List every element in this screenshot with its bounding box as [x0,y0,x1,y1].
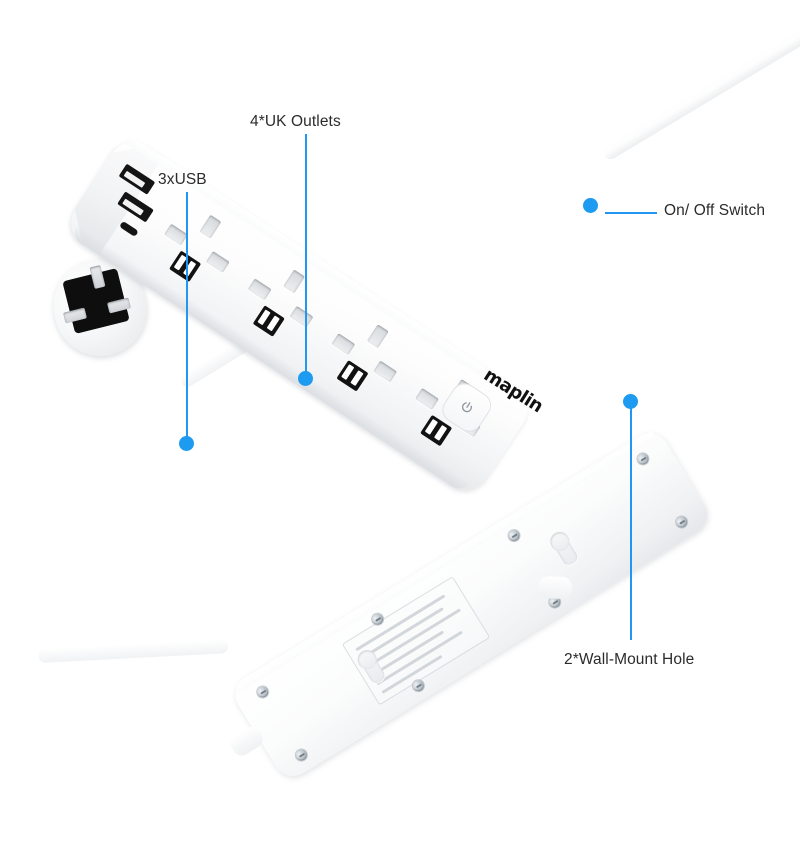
socket-live-slot [415,387,439,410]
socket-neutral-slot [373,360,398,383]
extension-lead-front: maplin [61,132,573,600]
switch-annotation-label: On/ Off Switch [664,202,766,219]
socket-earth-slot [366,324,389,349]
socket-shutter [336,360,369,392]
mains-cable-front [600,20,800,162]
socket-live-slot [164,223,188,246]
socket-shutter [420,414,453,447]
usb-c-port[interactable] [119,220,139,238]
socket-earth-slot [283,269,306,294]
socket-neutral-slot [205,251,230,273]
socket-earth-slot [199,214,222,239]
socket-live-slot [331,333,356,356]
switch-annotation-leader-line [605,212,657,214]
usb-a-port-2[interactable] [117,191,154,223]
outlets-annotation-leader-line [305,134,307,372]
socket-neutral-slot [289,305,314,328]
front-strain-relief [537,575,573,600]
wall-mount-annotation-marker-dot [622,393,638,409]
socket-live-slot [247,278,272,301]
usb-annotation-marker-dot [178,435,194,451]
switch-annotation-marker-dot [582,197,598,213]
usb-annotation-label: 3xUSB [158,171,207,188]
usb-annotation-leader-line [186,192,188,437]
wall-mount-annotation-label: 2*Wall-Mount Hole [564,651,695,668]
outlets-annotation-label: 4*UK Outlets [250,113,341,130]
outlets-annotation-marker-dot [297,370,313,386]
wall-mount-annotation-leader-line [630,408,632,640]
socket-shutter [252,305,285,337]
power-button[interactable] [439,379,495,436]
mains-cable-rear [38,639,229,664]
power-icon [462,402,472,413]
